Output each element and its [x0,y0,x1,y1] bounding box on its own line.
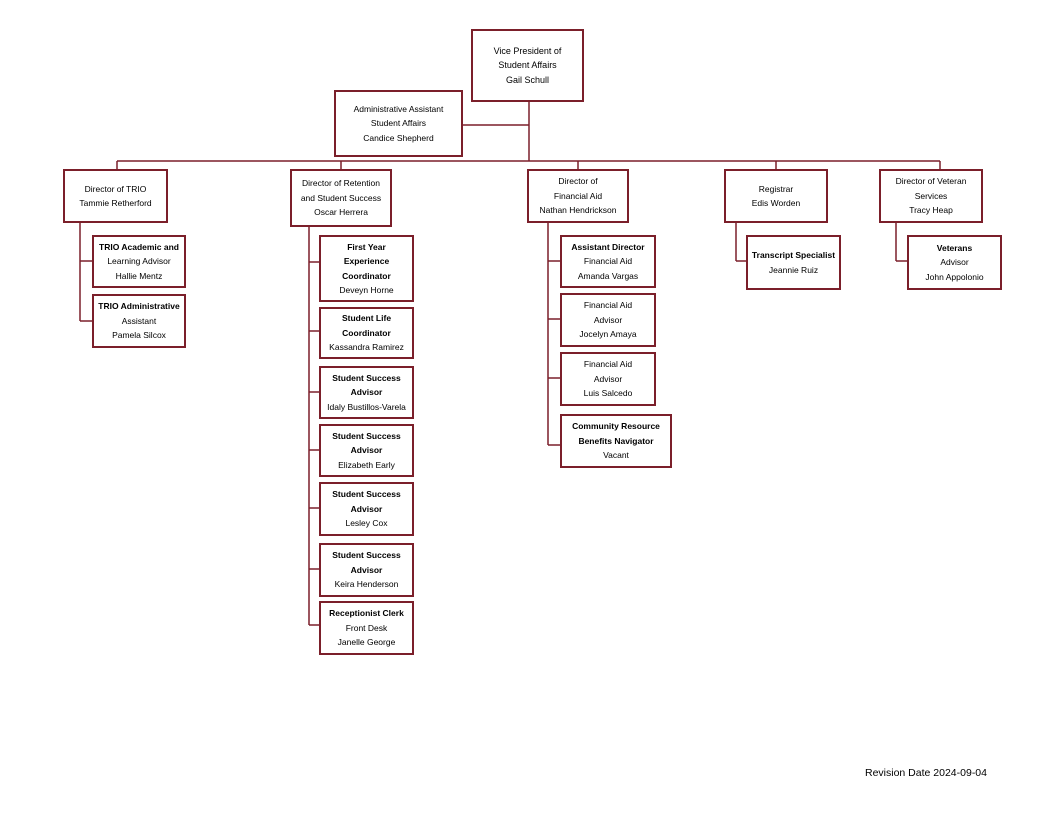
staff-name: Keira Henderson [334,579,399,590]
staff-title-line2: Coordinator [342,327,391,338]
retention-staff-box: Receptionist Clerk Front Desk Janelle Ge… [319,601,414,655]
retention-staff-box: First Year Experience Coordinator Deveyn… [319,235,414,302]
staff-title-line2: Advisor [350,445,383,456]
staff-title-line2: Financial Aid [583,256,633,267]
staff-title-line2: Advisor [350,564,383,575]
director-trio-box: Director of TRIO Tammie Retherford [63,169,168,223]
staff-title-line1: Student Success [332,489,401,500]
staff-name: Deveyn Horne [339,285,394,295]
staff-name: Lesley Cox [345,518,388,529]
staff-title-line1: Student Life [341,313,392,324]
registrar-staff-box: Transcript Specialist Jeannie Ruiz [746,235,841,290]
finaid-staff-box: Community Resource Benefits Navigator Va… [560,414,672,468]
staff-name: Hallie Mentz [115,270,163,281]
staff-title-line2: Advisor [350,387,383,398]
staff-name: Janelle George [337,637,396,648]
staff-title-line1: Student Success [332,550,401,561]
director-finaid-box: Director of Financial Aid Nathan Hendric… [527,169,629,223]
admin-name: Candice Shepherd [363,132,434,143]
veterans-staff-box: Veterans Advisor John Appolonio [907,235,1002,290]
director-trio-name: Tammie Retherford [79,198,152,208]
director-finaid-title-line1: Director of [558,176,598,187]
vp-title-line1: Vice President of [493,45,562,56]
staff-title-line1: Transcript Specialist [751,250,836,260]
staff-title-line2: Learning Advisor [107,256,171,267]
staff-name: John Appolonio [925,271,984,282]
director-retention-title-line2: and Student Success [300,192,382,203]
finaid-staff-box: Assistant Director Financial Aid Amanda … [560,235,656,288]
registrar-name: Edis Worden [751,198,801,208]
staff-title-line3: Coordinator [342,270,391,281]
trio-staff-box: TRIO Academic and Learning Advisor Halli… [92,235,186,288]
admin-assistant-box: Administrative Assistant Student Affairs… [334,90,463,157]
staff-name: Amanda Vargas [577,270,639,281]
vp-name: Gail Schull [505,74,550,85]
registrar-box: Registrar Edis Worden [724,169,828,223]
staff-title-line1: Receptionist Clerk [329,608,404,619]
director-retention-box: Director of Retention and Student Succes… [290,169,392,227]
staff-title-line1: TRIO Administrative [98,301,180,312]
registrar-title: Registrar [758,183,794,194]
trio-staff-box: TRIO Administrative Assistant Pamela Sil… [92,294,186,348]
retention-staff-box: Student Success Advisor Idaly Bustillos-… [319,366,414,419]
director-veterans-name: Tracy Heap [909,205,953,216]
director-finaid-title-line2: Financial Aid [553,190,603,201]
staff-title-line1: Assistant Director [571,241,645,252]
staff-title-line1: Veterans [936,242,973,253]
staff-name: Vacant [603,450,629,461]
staff-title-line2: Advisor [593,373,623,384]
staff-title-line2: Advisor [593,314,623,325]
staff-name: Jocelyn Amaya [579,329,637,340]
staff-name: Jeannie Ruiz [768,264,819,275]
staff-title-line1: Financial Aid [583,300,633,311]
staff-title-line2: Assistant [121,315,157,326]
director-veterans-title-line1: Director of Veteran [895,176,967,187]
retention-staff-box: Student Success Advisor Elizabeth Early [319,424,414,477]
staff-title-line2: Advisor [940,257,969,268]
finaid-staff-box: Financial Aid Advisor Luis Salcedo [560,352,656,406]
staff-name: Luis Salcedo [583,388,633,399]
finaid-staff-box: Financial Aid Advisor Jocelyn Amaya [560,293,656,347]
staff-name: Idaly Bustillos-Varela [327,401,406,412]
director-trio-title: Director of TRIO [84,183,147,194]
retention-staff-box: Student Success Advisor Keira Henderson [319,543,414,597]
staff-title-line1: First Year [347,241,386,252]
staff-title-line1: Student Success [332,430,401,441]
admin-title-line2: Student Affairs [370,118,427,129]
retention-staff-box: Student Life Coordinator Kassandra Ramir… [319,307,414,359]
retention-staff-box: Student Success Advisor Lesley Cox [319,482,414,536]
staff-title-line1: TRIO Academic and [99,241,179,252]
staff-title-line1: Financial Aid [583,359,633,370]
director-veterans-box: Director of Veteran Services Tracy Heap [879,169,983,223]
director-finaid-name: Nathan Hendrickson [539,205,617,216]
vp-box: Vice President of Student Affairs Gail S… [471,29,584,102]
director-retention-name: Oscar Herrera [314,207,368,218]
staff-title-line2: Front Desk [345,622,388,633]
staff-title-line2: Advisor [350,503,383,514]
admin-title-line1: Administrative Assistant [353,103,444,114]
staff-name: Kassandra Ramirez [329,342,404,353]
staff-title-line1: Community Resource [572,421,660,432]
director-veterans-title-line2: Services [914,190,948,201]
staff-title-line2: Benefits Navigator [578,435,654,446]
vp-title-line2: Student Affairs [498,60,557,71]
staff-title-line1: Student Success [332,372,401,383]
staff-name: Pamela Silcox [112,330,166,341]
staff-name: Elizabeth Early [338,459,395,470]
staff-title-line2: Experience [343,256,390,266]
revision-date: Revision Date 2024-09-04 [865,767,987,779]
director-retention-title-line1: Director of Retention [302,178,380,189]
